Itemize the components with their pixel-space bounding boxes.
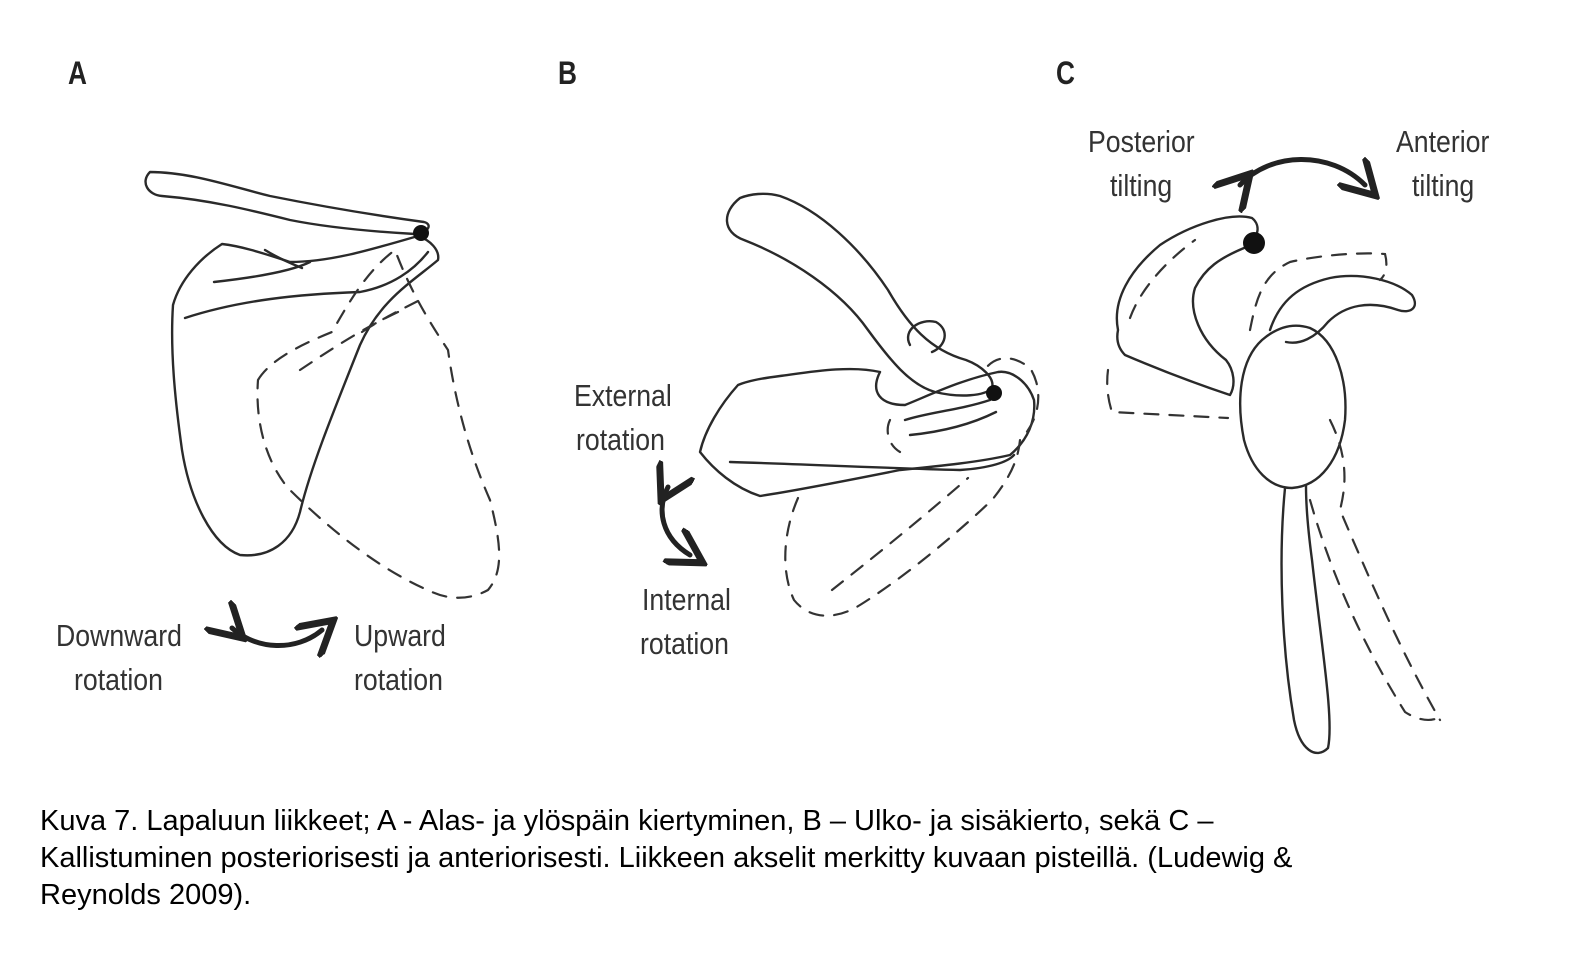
panel-b-scapula-dashed bbox=[784, 357, 1040, 617]
panel-a-scapula-solid bbox=[170, 234, 440, 557]
panel-b-clavicle bbox=[725, 192, 994, 397]
panel-b-letter: B bbox=[558, 55, 577, 91]
panel-a-downward-label: Downward bbox=[56, 618, 182, 653]
panel-a-axis-dot bbox=[413, 225, 429, 241]
panel-b-internal-label: Internal bbox=[642, 582, 731, 617]
panel-c-coracoid bbox=[1268, 274, 1417, 344]
scapula-motion-figure: A B C Downward rotation Upward rotation … bbox=[56, 0, 1490, 754]
panel-a-spine-dashed bbox=[298, 298, 422, 372]
panel-c-body bbox=[1239, 324, 1347, 490]
panel-c-anterior-tilting-label: tilting bbox=[1412, 168, 1475, 203]
panel-c-letter: C bbox=[1056, 55, 1075, 91]
caption-line-3: Reynolds 2009). bbox=[40, 879, 252, 911]
panel-b-coracoid bbox=[906, 320, 946, 354]
panel-b-rotation-arrow bbox=[662, 487, 690, 555]
caption-line-2: Kallistuminen posteriorisesti ja anterio… bbox=[40, 842, 1293, 874]
panel-a-spine bbox=[183, 250, 430, 320]
panel-b-external-rotation-label: rotation bbox=[576, 422, 665, 457]
panel-b-inner-dashed bbox=[830, 418, 970, 592]
panel-c-acromion bbox=[1115, 215, 1259, 397]
panel-a-letter: A bbox=[68, 55, 87, 91]
panel-c-posterior-tilting-label: tilting bbox=[1110, 168, 1173, 203]
panel-b-external-label: External bbox=[574, 378, 672, 413]
scapula-drawings bbox=[144, 0, 1444, 754]
panel-b-glenoid bbox=[903, 398, 998, 437]
panel-c-coracoid-dashed bbox=[1248, 252, 1388, 332]
panel-a-acromion bbox=[212, 248, 312, 284]
panel-c-blade bbox=[1280, 484, 1331, 754]
panel-c-tilting-arrow bbox=[1240, 159, 1365, 185]
panel-a-upward-label: Upward bbox=[354, 618, 446, 653]
panel-c-blade-dashed bbox=[1308, 418, 1444, 722]
panel-a-rotation-arrow bbox=[232, 628, 322, 646]
panel-a-upward-rotation-label: rotation bbox=[354, 662, 443, 697]
panel-a-drawing bbox=[144, 170, 501, 646]
panel-c-drawing bbox=[1106, 159, 1444, 754]
panel-c-posterior-label: Posterior bbox=[1088, 124, 1195, 159]
figure-caption: Kuva 7. Lapaluun liikkeet; A - Alas- ja … bbox=[40, 803, 1540, 914]
panel-b-axis-dot bbox=[986, 385, 1002, 401]
panel-b-drawing bbox=[662, 192, 1040, 617]
panel-b-scapula-solid bbox=[698, 367, 1036, 498]
panel-c-anterior-label: Anterior bbox=[1396, 124, 1490, 159]
caption-line-1: Kuva 7. Lapaluun liikkeet; A - Alas- ja … bbox=[40, 805, 1214, 837]
panel-a-clavicle bbox=[144, 170, 430, 236]
panel-b-internal-rotation-label: rotation bbox=[640, 626, 729, 661]
panel-c-acromion-dashed bbox=[1106, 238, 1230, 420]
panel-a-scapula-dashed bbox=[256, 248, 501, 599]
panel-b-spine bbox=[728, 453, 1016, 472]
panel-a-downward-rotation-label: rotation bbox=[74, 662, 163, 697]
panel-c-axis-dot bbox=[1243, 232, 1265, 254]
